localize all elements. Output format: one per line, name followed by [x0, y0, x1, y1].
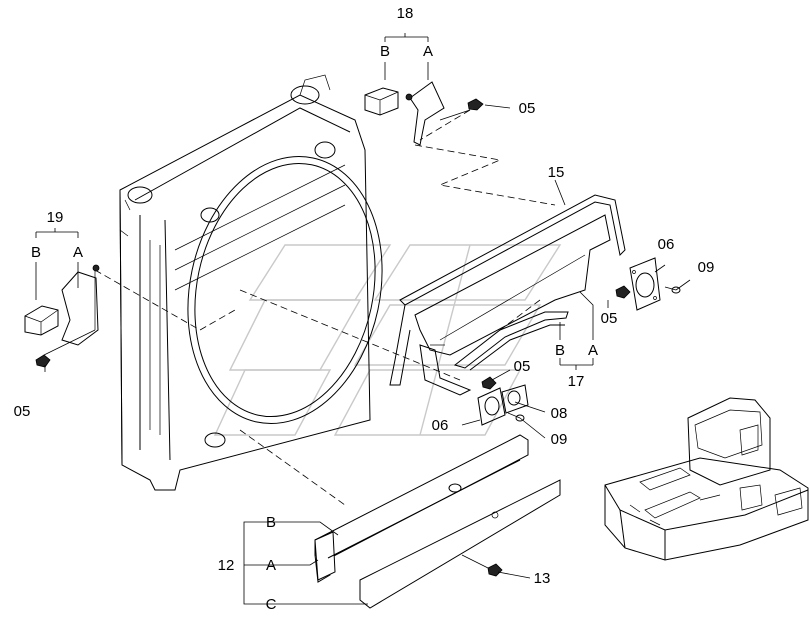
callout-labels: 18 B A 19 B A 17 B A 12 B A C 15 06 09 0… — [14, 5, 715, 613]
excavator-thumbnail — [604, 397, 809, 561]
label-09-upper: 09 — [698, 259, 715, 276]
label-15: 15 — [548, 164, 565, 181]
label-17-a: A — [588, 342, 598, 359]
label-18-b: B — [380, 43, 390, 60]
cover-part-15 — [389, 194, 626, 386]
label-12-c: C — [266, 596, 277, 613]
label-19-a: A — [73, 244, 83, 261]
label-06-lower: 06 — [432, 417, 449, 434]
label-17: 17 — [568, 373, 585, 390]
seal-part-17 — [453, 311, 569, 371]
label-08: 08 — [551, 405, 568, 422]
label-18: 18 — [397, 5, 414, 22]
label-19: 19 — [47, 209, 64, 226]
label-13: 13 — [534, 570, 551, 587]
label-05-mid: 05 — [601, 310, 618, 327]
fasteners — [35, 98, 681, 577]
label-05-center: 05 — [514, 358, 531, 375]
part-18-set — [364, 81, 445, 146]
label-12: 12 — [218, 557, 235, 574]
label-06-upper: 06 — [658, 236, 675, 253]
label-05-top: 05 — [519, 100, 536, 117]
leader-lines — [35, 33, 691, 605]
background-watermark — [213, 244, 562, 436]
flange-plates — [477, 257, 661, 426]
bracket-plate — [419, 344, 472, 396]
part-19-set — [24, 264, 100, 346]
label-18-a: A — [423, 43, 433, 60]
label-05-left: 05 — [14, 403, 31, 420]
label-09-lower: 09 — [551, 431, 568, 448]
label-17-b: B — [555, 342, 565, 359]
label-12-a: A — [266, 557, 276, 574]
radiator-assembly — [119, 74, 383, 491]
cover-part-12 — [314, 434, 561, 609]
label-19-b: B — [31, 244, 41, 261]
label-12-b: B — [266, 514, 276, 531]
